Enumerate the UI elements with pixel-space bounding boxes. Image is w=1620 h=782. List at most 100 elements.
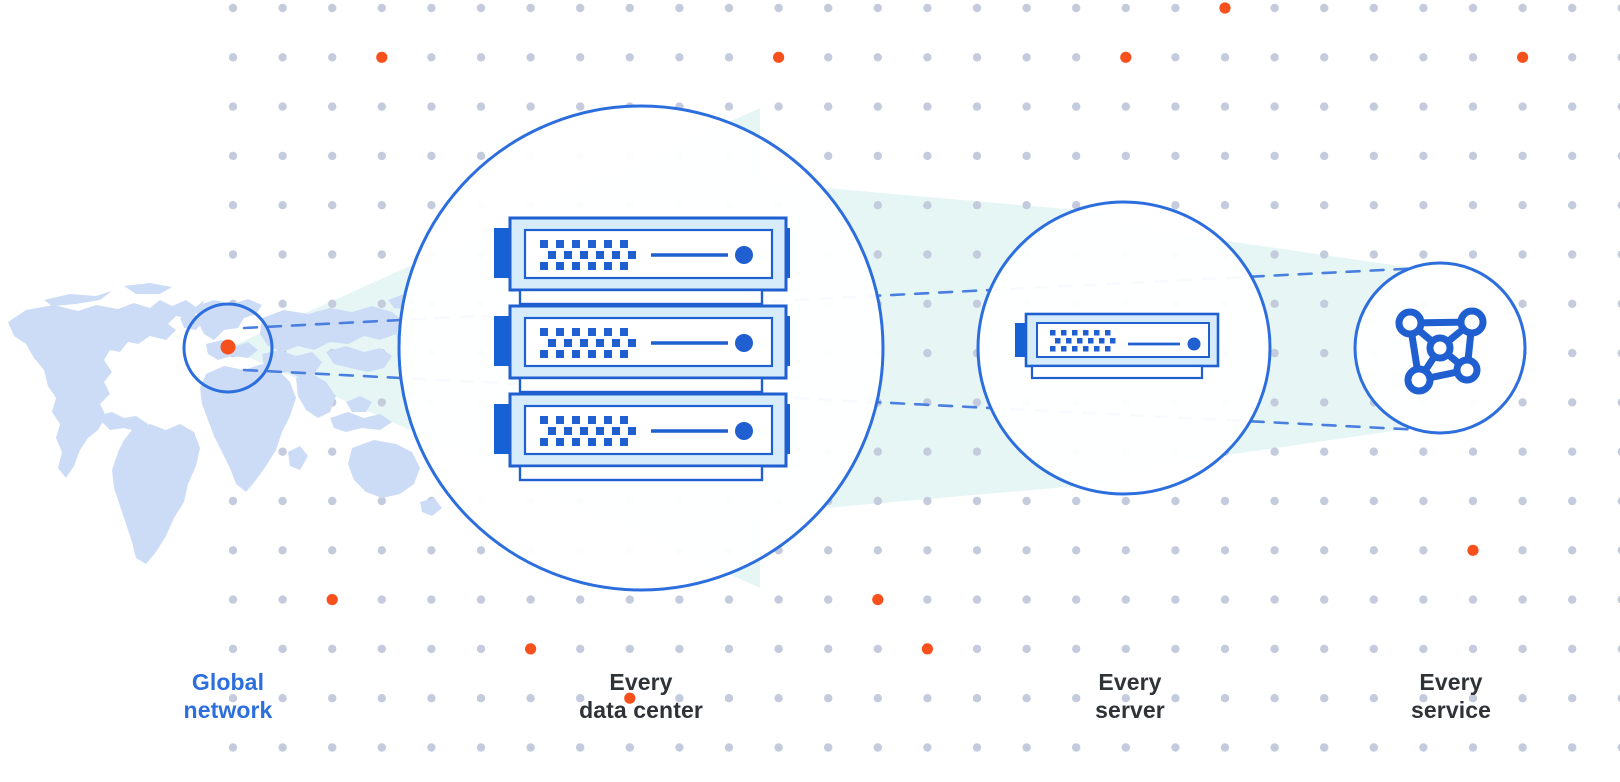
grid-dot <box>1419 250 1428 259</box>
grid-dot <box>377 496 386 506</box>
server-unit <box>494 216 790 306</box>
grid-dot <box>1270 398 1279 407</box>
grid-dot <box>228 250 238 259</box>
grid-dot <box>576 3 585 13</box>
grid-dot <box>377 151 386 161</box>
grid-dot <box>1320 102 1329 111</box>
grid-dot <box>1320 496 1329 506</box>
grid-dot <box>774 694 783 703</box>
grid-dot <box>476 743 486 752</box>
grid-dot <box>1568 743 1577 752</box>
grid-dot <box>328 496 337 506</box>
grid-dot <box>377 250 386 259</box>
grid-dot <box>328 151 337 161</box>
grid-dot <box>328 53 337 62</box>
grid-dot <box>1518 447 1527 456</box>
grid-dot-active <box>1517 51 1529 63</box>
world-map-icon <box>8 283 442 564</box>
label-every-data-center: Every data center <box>579 669 703 724</box>
grid-dot <box>1320 348 1329 358</box>
grid-dot <box>1220 694 1230 703</box>
grid-dot <box>1617 645 1620 653</box>
grid-dot <box>576 644 585 654</box>
grid-dot <box>1568 53 1577 62</box>
grid-dot <box>1369 595 1379 604</box>
grid-dot <box>1171 743 1180 752</box>
grid-dot <box>1568 250 1577 259</box>
grid-dot <box>873 201 882 210</box>
grid-dot <box>873 102 882 111</box>
grid-dot <box>377 299 386 308</box>
grid-dot <box>1270 299 1279 308</box>
grid-dot <box>1270 102 1279 111</box>
grid-dot <box>278 3 287 13</box>
grid-dot-active <box>326 594 338 606</box>
grid-dot <box>1518 151 1527 161</box>
grid-dot <box>972 299 982 308</box>
grid-dot <box>1320 644 1329 654</box>
grid-dot <box>228 3 238 13</box>
grid-dot <box>328 299 337 308</box>
grid-dot <box>873 496 882 506</box>
grid-dot <box>1468 3 1478 13</box>
grid-dot <box>1518 595 1527 604</box>
grid-dot <box>1468 743 1478 752</box>
grid-dot <box>1270 743 1279 752</box>
grid-dot <box>576 102 585 111</box>
grid-dot <box>1121 151 1131 161</box>
grid-dot <box>328 546 337 555</box>
grid-dot <box>724 102 734 111</box>
server-rack-icon <box>494 216 790 482</box>
grid-dot <box>1320 595 1329 604</box>
grid-dot <box>1220 644 1230 654</box>
grid-dot <box>625 53 634 62</box>
grid-dot <box>228 151 238 161</box>
grid-dot <box>278 53 287 62</box>
grid-dot <box>824 595 833 604</box>
grid-dot <box>1518 102 1527 111</box>
grid-dot <box>1568 348 1577 358</box>
grid-dot <box>1468 53 1478 62</box>
grid-dot <box>1568 3 1577 13</box>
grid-dot <box>1022 694 1031 703</box>
grid-dot <box>377 3 386 13</box>
grid-dot <box>1171 102 1180 111</box>
grid-dot <box>1369 644 1379 654</box>
grid-dot <box>1072 102 1081 111</box>
grid-dot <box>1072 546 1081 555</box>
grid-dot <box>1617 497 1620 505</box>
grid-dot <box>1419 644 1428 654</box>
grid-dot <box>1072 3 1081 13</box>
grid-dot <box>377 102 386 111</box>
grid-dot <box>1617 53 1620 62</box>
grid-dot <box>1518 644 1527 654</box>
grid-dot <box>1419 447 1428 456</box>
grid-dot <box>328 250 337 259</box>
grid-dot <box>1270 348 1279 358</box>
grid-dot <box>476 595 486 604</box>
grid-dot <box>824 743 833 752</box>
grid-dot <box>427 151 436 161</box>
grid-dot <box>1270 496 1279 506</box>
grid-dot <box>1320 299 1329 308</box>
grid-dot <box>923 694 932 703</box>
grid-dot-active <box>525 643 537 655</box>
grid-dot <box>923 3 932 13</box>
network-marker-dot <box>220 339 236 355</box>
grid-dot <box>1320 151 1329 161</box>
grid-dot <box>724 644 734 654</box>
grid-dot <box>774 595 783 604</box>
grid-dot <box>1518 3 1527 13</box>
grid-dot <box>1121 644 1131 654</box>
grid-dot <box>1220 151 1230 161</box>
grid-dot <box>526 102 535 111</box>
grid-dot <box>228 201 238 210</box>
grid-dot <box>1072 53 1081 62</box>
grid-dot <box>1468 102 1478 111</box>
grid-dot <box>774 644 783 654</box>
grid-dot <box>1072 595 1081 604</box>
grid-dot <box>328 743 337 752</box>
grid-dot <box>1419 743 1428 752</box>
grid-dot <box>377 546 386 555</box>
